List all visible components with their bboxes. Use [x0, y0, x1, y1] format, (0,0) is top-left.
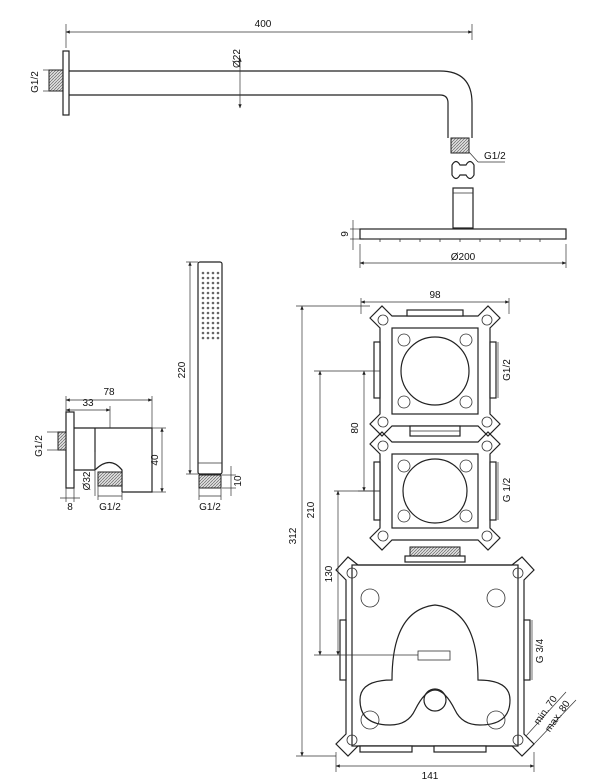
nozzle-dot [206, 296, 210, 300]
dim-body-height-210: 210 [306, 501, 317, 518]
outlet-elbow-wall-thread [57, 431, 67, 451]
dim-body-total-height: 312 [288, 527, 299, 544]
nozzle-dot [206, 291, 210, 295]
dim-body-height-130: 130 [324, 565, 335, 582]
nozzle-dot [216, 296, 220, 300]
nozzle-dot [216, 271, 220, 275]
nozzle-dot [211, 336, 215, 340]
nozzle-dot [216, 291, 220, 295]
nozzle-dot [206, 286, 210, 290]
nozzle-dot [211, 301, 215, 305]
nozzle-dot [211, 271, 215, 275]
nozzle-dot [206, 321, 210, 325]
nozzle-dot [211, 306, 215, 310]
nozzle-dot [201, 326, 205, 330]
arm-wall-flange [62, 50, 70, 116]
dim-outlet-elbow-diameter: Ø32 [82, 471, 93, 490]
dim-body-width-bottom: 141 [422, 771, 439, 782]
dim-hand-shower-thread: G1/2 [199, 502, 221, 513]
dim-hand-shower-length: 220 [177, 361, 188, 378]
nozzle-dot [201, 296, 205, 300]
nozzle-dot [206, 316, 210, 320]
nozzle-dot [206, 271, 210, 275]
nozzle-dot [211, 321, 215, 325]
nozzle-dot [201, 281, 205, 285]
nozzle-dot [216, 301, 220, 305]
dim-arm-length: 400 [255, 19, 272, 30]
dim-hand-shower-neck: 10 [233, 475, 244, 487]
hand-shower-nozzles [201, 271, 220, 340]
outlet-elbow: 78 33 40 Ø32 G1/2 8 G1/2 [34, 387, 166, 513]
dim-body-port-1: G1/2 [502, 359, 513, 381]
dim-outlet-elbow-offset: 33 [82, 398, 94, 409]
nozzle-dot [211, 326, 215, 330]
valve-module-lower [369, 431, 501, 551]
nozzle-dot [201, 336, 205, 340]
nozzle-dot [216, 311, 220, 315]
nozzle-dot [201, 291, 205, 295]
nozzle-dot [211, 316, 215, 320]
concealed-body: 98 G1/2 G 1/2 80 312 210 130 G 3/4 min. … [288, 290, 577, 782]
hand-shower: 220 10 G1/2 [177, 261, 244, 513]
shower-head [359, 228, 567, 240]
nozzle-dot [216, 306, 220, 310]
arm-outlet-thread [450, 137, 470, 154]
nozzle-dot [211, 291, 215, 295]
nozzle-dot [211, 331, 215, 335]
shower-arm: 400 Ø22 G1/2 G1/2 9 Ø200 [30, 19, 567, 268]
nozzle-dot [206, 281, 210, 285]
nozzle-dot [201, 321, 205, 325]
nozzle-dot [216, 326, 220, 330]
nozzle-dot [206, 326, 210, 330]
dim-outlet-elbow-height: 40 [150, 454, 161, 466]
nozzle-dot [216, 281, 220, 285]
arm-wall-thread [48, 69, 64, 92]
nozzle-dot [206, 301, 210, 305]
nozzle-dot [216, 336, 220, 340]
nozzle-dot [206, 276, 210, 280]
nozzle-dot [206, 311, 210, 315]
nozzle-dot [216, 331, 220, 335]
nozzle-dot [201, 311, 205, 315]
body-connector-thread [409, 546, 461, 557]
nozzle-dot [211, 276, 215, 280]
dim-body-width-top: 98 [429, 290, 441, 301]
nozzle-dot [201, 271, 205, 275]
dim-arm-outlet-thread: G1/2 [484, 151, 506, 162]
nozzle-dot [201, 286, 205, 290]
dim-outlet-elbow-depth: 8 [67, 502, 73, 513]
dim-body-spacing: 80 [350, 422, 361, 434]
dim-body-inlet: G 3/4 [535, 638, 546, 663]
nozzle-dot [201, 306, 205, 310]
dim-head-thickness: 9 [340, 231, 351, 237]
mixer-main-box [335, 556, 535, 757]
nozzle-dot [211, 281, 215, 285]
dim-arm-wall-thread: G1/2 [30, 71, 41, 93]
shower-head-nozzles [379, 239, 541, 242]
nozzle-dot [216, 321, 220, 325]
nozzle-dot [201, 331, 205, 335]
nozzle-dot [211, 296, 215, 300]
nozzle-dot [201, 316, 205, 320]
dim-head-diameter: Ø200 [451, 252, 476, 263]
nozzle-dot [201, 276, 205, 280]
nozzle-dot [211, 286, 215, 290]
valve-module-upper [369, 305, 501, 437]
dim-arm-diameter: Ø22 [232, 49, 243, 68]
dim-body-port-2: G 1/2 [502, 477, 513, 502]
nozzle-dot [201, 301, 205, 305]
nozzle-dot [206, 331, 210, 335]
hand-shower-thread [198, 474, 222, 489]
nozzle-dot [216, 316, 220, 320]
nozzle-dot [206, 306, 210, 310]
outlet-elbow-thread [97, 471, 123, 487]
dim-outlet-elbow-wall-thread: G1/2 [34, 435, 45, 457]
nozzle-dot [216, 276, 220, 280]
dim-outlet-elbow-length: 78 [103, 387, 115, 398]
nozzle-dot [216, 286, 220, 290]
nozzle-dot [211, 311, 215, 315]
dim-outlet-elbow-thread: G1/2 [99, 502, 121, 513]
nozzle-dot [206, 336, 210, 340]
